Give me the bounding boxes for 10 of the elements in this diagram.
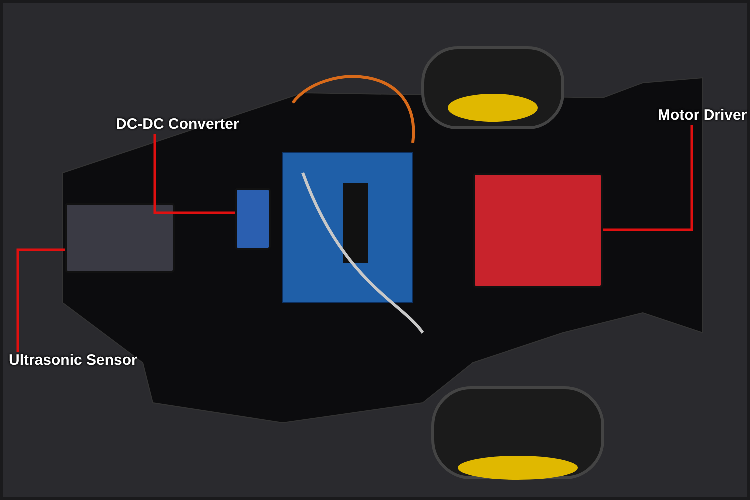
part-label: DC-DC Converter (116, 116, 240, 134)
voltage-converter-board (235, 188, 271, 250)
photo (3, 3, 747, 497)
motor-driver-board (473, 173, 603, 288)
leader-line (16, 248, 65, 352)
part-label: Ultrasonic Sensor (9, 352, 138, 370)
part-label: Motor Driver (658, 107, 748, 125)
leader-line (603, 125, 694, 232)
ultrasonic-sensor (65, 203, 175, 273)
leader-line (154, 134, 235, 214)
